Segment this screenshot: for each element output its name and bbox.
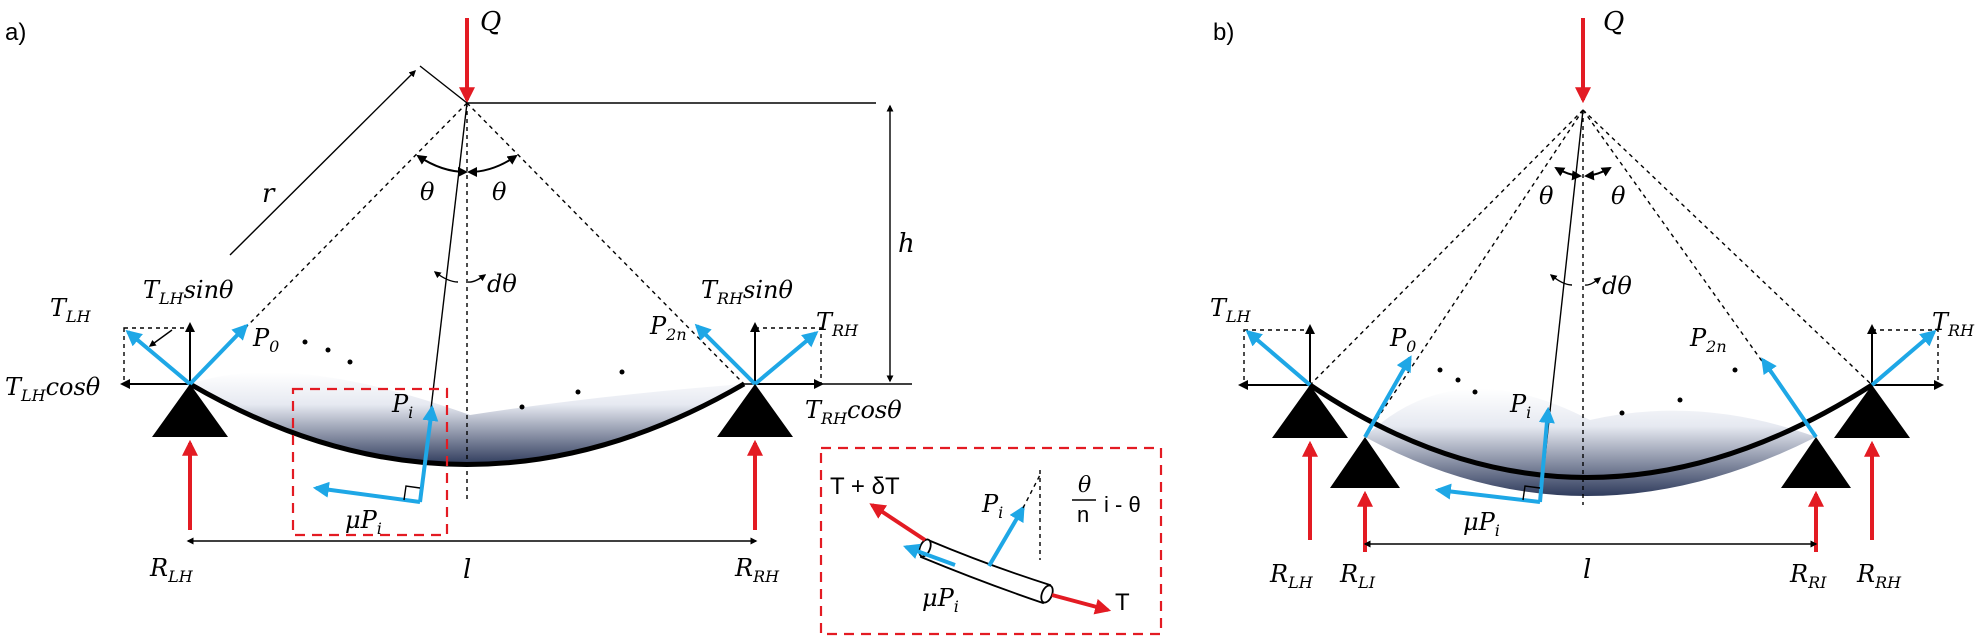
- theta-label-left-b: θ: [1539, 182, 1554, 210]
- p0-label: P0: [252, 324, 279, 356]
- dtheta-arc-right-b: [1584, 277, 1602, 286]
- inset-mupi-label: μPi: [922, 584, 959, 616]
- support-outer-left-b: [1272, 385, 1348, 438]
- theta-arc-left-b: [1554, 166, 1582, 181]
- pressure-dots-left: [302, 339, 353, 365]
- tlh-arrow-b: [1245, 329, 1312, 387]
- pressure-dots-right: [519, 369, 625, 410]
- span-label-b: l: [1583, 555, 1591, 585]
- panel-b-label: b): [1213, 19, 1234, 46]
- trh-arrow: [753, 330, 819, 386]
- right-angle-marker: [403, 485, 421, 501]
- outer-left-dashed-b: [1309, 109, 1584, 386]
- tlh-cos-label: TLHcosθ: [5, 373, 101, 405]
- trh-sin-label: TRHsinθ: [701, 276, 793, 308]
- p2n-arrow: [694, 323, 757, 386]
- trh-arrow-b: [1870, 329, 1937, 387]
- span-label: l: [463, 555, 471, 585]
- tlh-sin-label: TLHsinθ: [143, 276, 234, 308]
- inset-pi-arrow: [987, 505, 1025, 568]
- inset-fraction-denominator: n: [1077, 502, 1089, 527]
- trh-label-b: TRH: [1932, 308, 1975, 340]
- mupi-arrow: [312, 481, 421, 504]
- dtheta-arc-b: [1549, 274, 1573, 286]
- outer-right-dashed-b: [1582, 109, 1873, 386]
- tlh-label: TLH: [50, 294, 92, 326]
- support-right: [717, 384, 793, 437]
- inner-right-dashed-b: [1582, 109, 1817, 438]
- panel-a: a) Q r h θ θ dθ: [5, 7, 1163, 636]
- support-left: [152, 384, 228, 437]
- p2n-label-b: P2n: [1689, 324, 1727, 356]
- dtheta-label: dθ: [487, 270, 517, 298]
- cable-fill-b: [1365, 388, 1816, 496]
- panel-a-label: a): [5, 19, 26, 46]
- support-outer-right-b: [1834, 385, 1910, 438]
- inset-pi-label: Pi: [981, 490, 1003, 522]
- dtheta-label-b: dθ: [1602, 272, 1632, 300]
- pi-label: Pi: [391, 390, 413, 422]
- theta-arc-right: [467, 154, 518, 177]
- panel-b: b) Q θ θ dθ: [1210, 7, 1975, 592]
- rrh-label-b: RRH: [1856, 560, 1902, 592]
- p0-arrow-b: [1363, 355, 1412, 438]
- mupi-label: μPi: [345, 506, 382, 538]
- radius-label: r: [262, 179, 276, 209]
- rrh-label: RRH: [734, 554, 780, 586]
- inset-tension-plus-arrow: [869, 503, 927, 542]
- p2n-arrow-b: [1761, 357, 1818, 439]
- inset-frame: [819, 446, 1163, 636]
- rli-label-b: RLI: [1339, 560, 1376, 592]
- support-inner-left-b: [1330, 437, 1400, 488]
- tlh-label-b: TLH: [1210, 294, 1252, 326]
- pressure-dots-right-b: [1619, 367, 1738, 416]
- inner-left-dashed-b: [1364, 109, 1584, 438]
- support-inner-right-b: [1781, 437, 1851, 488]
- inset-fraction-tail: i - θ: [1104, 492, 1141, 517]
- p0-label-b: P0: [1389, 324, 1416, 356]
- rlh-label-b: RLH: [1269, 560, 1314, 592]
- pi-label-b: Pi: [1509, 390, 1531, 422]
- rri-label-b: RRI: [1789, 560, 1827, 592]
- element-detail-inset: T + δT T Pi μPi θ n i - θ: [819, 446, 1163, 636]
- inset-t-plus-label: T + δT: [830, 473, 900, 500]
- radius-dimension: [229, 70, 416, 256]
- p2n-label: P2n: [649, 312, 687, 344]
- tlh-arrow: [125, 329, 192, 386]
- inset-tension-arrow: [1051, 593, 1112, 615]
- inset-fraction-numerator: θ: [1078, 473, 1091, 498]
- trh-cos-label: TRHcosθ: [805, 396, 902, 428]
- element-highlight-box: [291, 387, 449, 537]
- load-label-q-b: Q: [1603, 7, 1624, 37]
- trh-label: TRH: [816, 308, 859, 340]
- radius-tick: [419, 65, 468, 104]
- p0-arrow: [188, 323, 249, 386]
- theta-arc-right-b: [1584, 166, 1612, 181]
- theta-arc-left: [416, 154, 468, 177]
- theta-label-left: θ: [420, 178, 435, 206]
- tlh-sin-leader: [148, 329, 173, 347]
- dtheta-arc: [433, 271, 459, 283]
- pi-arrow: [418, 404, 439, 503]
- right-radius-dashed: [466, 102, 745, 385]
- theta-label-right: θ: [492, 178, 507, 206]
- inset-mupi-arrow: [902, 543, 956, 567]
- dtheta-arc-right: [467, 274, 487, 283]
- load-label-q: Q: [480, 7, 501, 37]
- theta-label-right-b: θ: [1611, 182, 1626, 210]
- rlh-label: RLH: [149, 554, 194, 586]
- height-label: h: [898, 229, 915, 259]
- cable-b: [1308, 382, 1874, 480]
- mupi-label-b: μPi: [1463, 508, 1500, 540]
- cable-element-end-right: [1040, 584, 1054, 604]
- pi-arrow-b: [1538, 406, 1555, 503]
- pressure-dots-left-b: [1437, 367, 1478, 395]
- inset-angle-reference: [1022, 474, 1041, 509]
- inset-t-label: T: [1115, 589, 1130, 616]
- right-angle-marker-b: [1522, 485, 1541, 501]
